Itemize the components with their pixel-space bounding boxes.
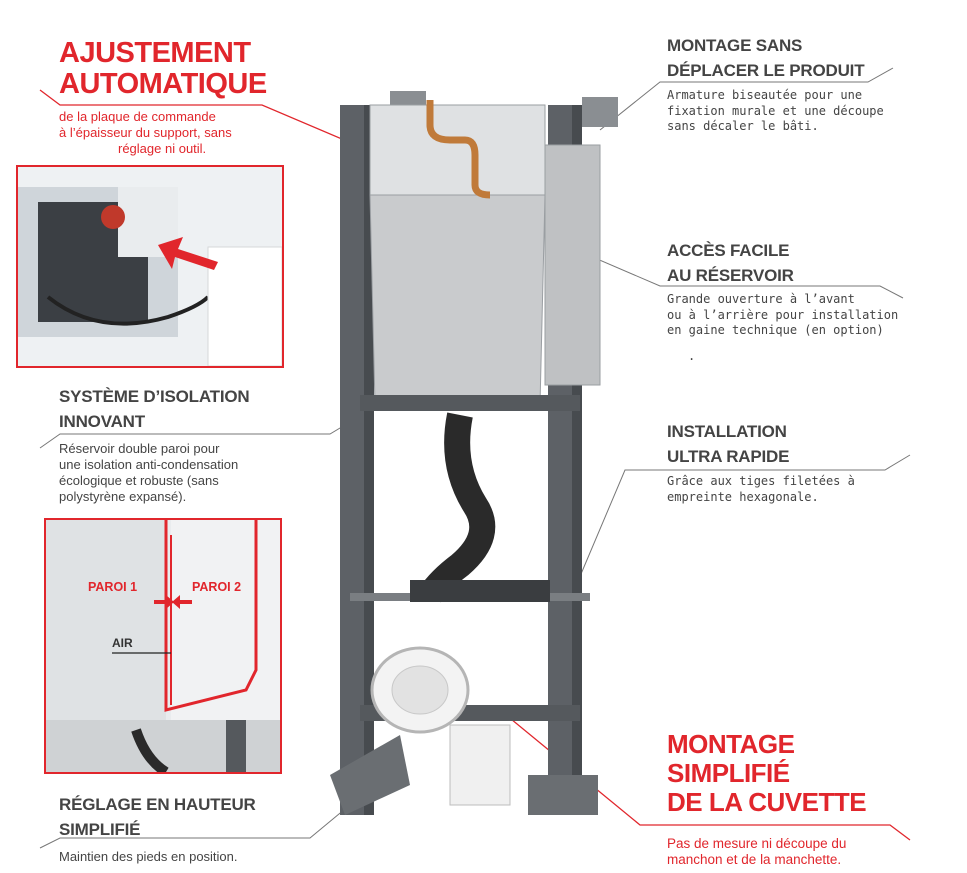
reglage-title-line1: RÉGLAGE EN HAUTEUR: [59, 795, 256, 814]
installation-title-line1: INSTALLATION: [667, 422, 787, 441]
cuvette-description: Pas de mesure ni découpe du manchon et d…: [667, 836, 846, 868]
montage-sans-desc-line: sans décaler le bâti.: [667, 119, 819, 133]
isolation-description: Réservoir double paroi pour une isolatio…: [59, 441, 238, 505]
wc-frame-illustration: [330, 91, 618, 815]
double-wall-photo: [46, 520, 280, 772]
ajustement-description: de la plaque de commande à l’épaisseur d…: [59, 109, 232, 157]
water-inlet-pipe: [426, 100, 491, 199]
reglage-title: RÉGLAGE EN HAUTEUR SIMPLIFIÉ: [59, 792, 256, 842]
montage-sans-description: Armature biseautée pour une fixation mur…: [667, 88, 884, 135]
montage-sans-desc-line: fixation murale et une découpe: [667, 103, 884, 118]
ajustement-desc-line: réglage ni outil.: [118, 141, 207, 156]
montage-sans-title: MONTAGE SANS DÉPLACER LE PRODUIT: [667, 33, 865, 83]
montage-sans-title-line1: MONTAGE SANS: [667, 36, 803, 55]
installation-title-line2: ULTRA RAPIDE: [667, 447, 790, 466]
reglage-description: Maintien des pieds en position.: [59, 849, 238, 864]
arrow-left-icon: [172, 595, 192, 609]
acces-title: ACCÈS FACILE AU RÉSERVOIR: [667, 238, 794, 288]
installation-desc-line: empreinte hexagonale.: [667, 489, 819, 504]
acces-description: Grande ouverture à l’avant ou à l’arrièr…: [667, 292, 898, 364]
cuvette-title-line1: MONTAGE: [667, 729, 795, 759]
ajustement-title-line2: AUTOMATIQUE: [59, 68, 267, 100]
ajustement-connector: [39, 89, 411, 169]
acces-desc-line: .: [688, 348, 696, 363]
acces-desc-line: Grande ouverture à l’avant: [667, 292, 855, 306]
frame-left-upright: [340, 105, 364, 815]
air-label: AIR: [112, 636, 133, 650]
acces-title-line2: AU RÉSERVOIR: [667, 266, 794, 285]
reglage-title-line2: SIMPLIFIÉ: [59, 820, 141, 839]
montage-sans-title-line2: DÉPLACER LE PRODUIT: [667, 61, 865, 80]
cistern-side: [544, 144, 601, 386]
ajustement-title-line1: AJUSTEMENT: [59, 37, 251, 69]
foot-right: [528, 775, 598, 815]
acces-desc-line: ou à l’arrière pour installation: [667, 307, 899, 322]
ajustement-desc-line: de la plaque de commande: [59, 109, 216, 124]
cuvette-title-line2: SIMPLIFIÉ: [667, 758, 790, 788]
top-bracket-right: [582, 97, 618, 127]
isolation-desc-line: une isolation anti-condensation: [59, 457, 239, 472]
montage-sans-connector: [599, 67, 894, 131]
installation-desc-line: Grâce aux tiges filetées à: [667, 474, 855, 488]
paroi-2-label: PAROI 2: [192, 580, 242, 594]
acces-title-line1: ACCÈS FACILE: [667, 241, 790, 260]
acces-desc-line: en gaine technique (en option): [667, 323, 884, 337]
isolation-title: SYSTÈME D’ISOLATION INNOVANT: [59, 384, 250, 434]
isolation-title-line1: SYSTÈME D’ISOLATION: [59, 387, 250, 406]
installation-connector: [569, 454, 911, 601]
cuvette-desc-line: manchon et de la manchette.: [667, 852, 842, 867]
ajustement-title: AJUSTEMENT AUTOMATIQUE: [59, 38, 267, 100]
foot-left: [330, 735, 410, 815]
isolation-desc-line: polystyrène expansé).: [59, 489, 187, 504]
waste-pipe: [449, 724, 511, 806]
cuvette-desc-line: Pas de mesure ni découpe du: [667, 836, 847, 851]
isolation-desc-line: écologique et robuste (sans: [59, 473, 219, 488]
cuvette-title-line3: DE LA CUVETTE: [667, 787, 867, 817]
control-plate-photo: [18, 167, 282, 366]
installation-description: Grâce aux tiges filetées à empreinte hex…: [667, 474, 855, 505]
cistern-top: [369, 104, 546, 196]
montage-sans-desc-line: Armature biseautée pour une: [667, 88, 863, 102]
isolation-title-line2: INNOVANT: [59, 412, 145, 431]
flush-pipe: [419, 412, 496, 603]
frame-crossbar-upper: [360, 395, 580, 411]
installation-title: INSTALLATION ULTRA RAPIDE: [667, 419, 789, 469]
inset-control-plate: [16, 165, 284, 368]
cuvette-title: MONTAGE SIMPLIFIÉ DE LA CUVETTE: [667, 729, 867, 817]
isolation-desc-line: Réservoir double paroi pour: [59, 441, 220, 456]
arrow-right-icon: [154, 595, 174, 609]
ajustement-desc-line: à l’épaisseur du support, sans: [59, 125, 232, 140]
cistern-body: [369, 194, 546, 406]
arrow-icon: [158, 237, 218, 270]
inset-double-wall: PAROI 1 PAROI 2 AIR: [44, 518, 282, 774]
paroi-1-label: PAROI 1: [88, 580, 138, 594]
